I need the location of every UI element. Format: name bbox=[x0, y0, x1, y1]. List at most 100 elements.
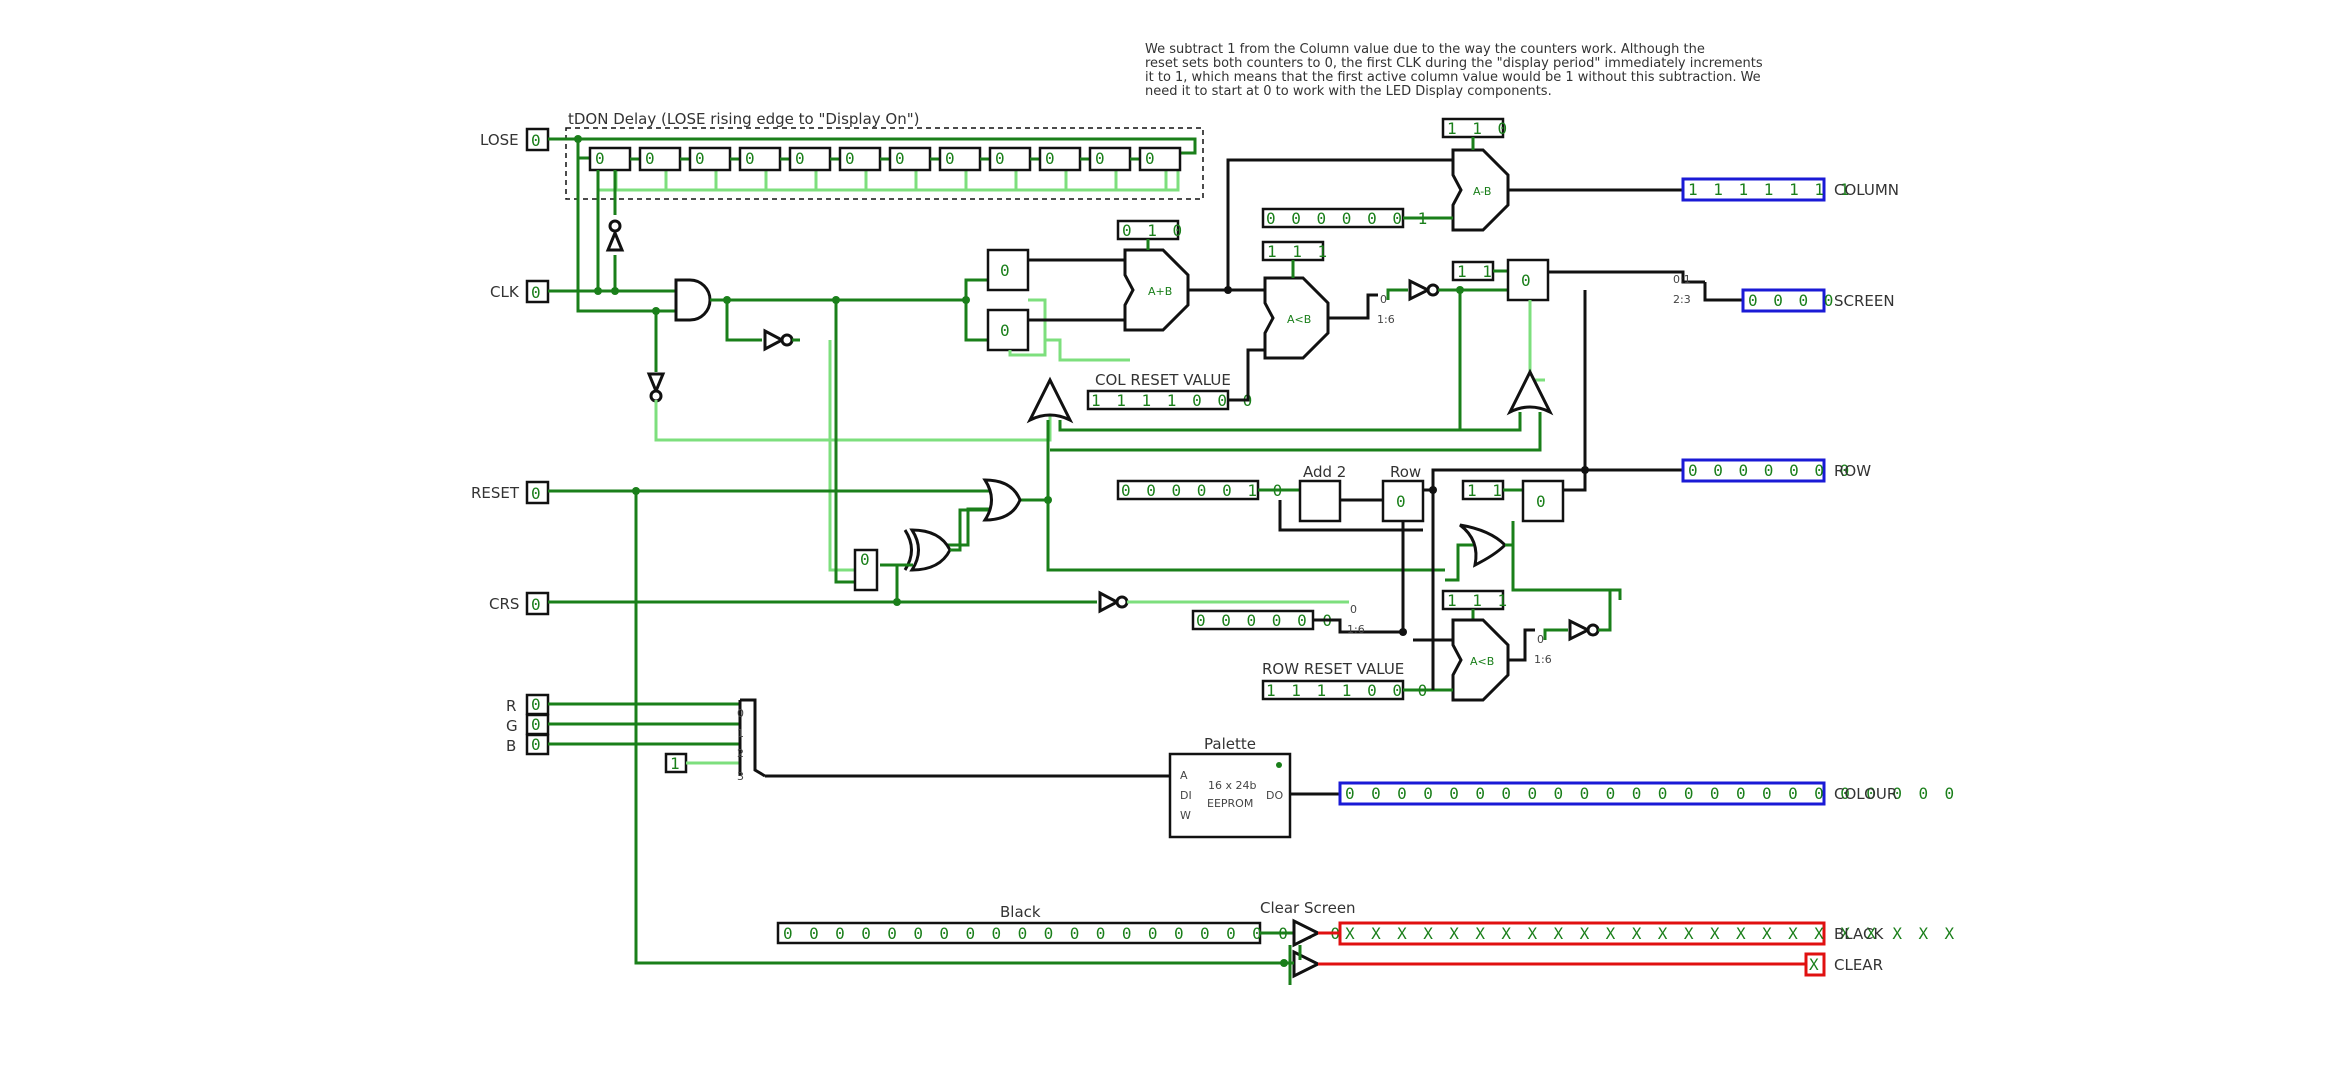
add2-register bbox=[1298, 479, 1342, 523]
colour-output-value: 0 0 0 0 0 0 0 0 0 0 0 0 0 0 0 0 0 0 0 0 … bbox=[1345, 784, 1958, 803]
row-not-gate bbox=[1568, 618, 1592, 642]
delay-clock-wire bbox=[596, 170, 1180, 192]
crs-not-bubble bbox=[1115, 595, 1129, 609]
black-output-value: X X X X X X X X X X X X X X X X X X X X … bbox=[1345, 924, 1958, 943]
delay-register-value: 0 bbox=[945, 149, 958, 168]
crs-not-gate bbox=[1098, 590, 1121, 614]
control-wiring: 0 bbox=[548, 170, 1445, 965]
delay-register-value: 0 bbox=[795, 149, 808, 168]
const-11-screen-value: 1 1 bbox=[1457, 262, 1495, 281]
clear-output-label: CLEAR bbox=[1834, 956, 1883, 974]
lose-label: LOSE bbox=[480, 131, 519, 149]
palette-indicator bbox=[1276, 762, 1282, 768]
palette-pin-a: A bbox=[1180, 769, 1188, 782]
screen-row-wire bbox=[1565, 290, 1587, 492]
lose-input-value: 0 bbox=[531, 131, 544, 150]
note-line-1: We subtract 1 from the Column value due … bbox=[1145, 42, 1705, 57]
row-comparator-op: A<B bbox=[1470, 655, 1494, 668]
not-down-wire bbox=[654, 400, 1052, 442]
row-not-out bbox=[1598, 590, 1612, 632]
clear-screen-label: Clear Screen bbox=[1260, 899, 1356, 917]
palette-size: 16 x 24b bbox=[1208, 779, 1256, 792]
col-not-bubble bbox=[1426, 283, 1440, 297]
black-label: Black bbox=[1000, 903, 1041, 921]
palette-label: Palette bbox=[1204, 735, 1256, 753]
column-counter: 0 0 A+B 0 1 0 A-B 1 1 0 0 0 0 0 0 0 1 A<… bbox=[986, 117, 1683, 432]
screen-register-value: 0 bbox=[1521, 271, 1534, 290]
crs-input-value: 0 bbox=[531, 595, 544, 614]
palette-pin-do: DO bbox=[1266, 789, 1283, 802]
xor-gate-back bbox=[903, 529, 913, 571]
rowcmp-split-0: 0 bbox=[1537, 633, 1544, 646]
row-output-value: 0 0 0 0 0 0 0 bbox=[1688, 461, 1852, 480]
clk-label: CLK bbox=[490, 283, 520, 301]
col-comparator bbox=[1263, 276, 1330, 360]
col-adder bbox=[1123, 248, 1190, 332]
row-down-wire bbox=[1383, 521, 1405, 634]
and-clk-reg-wire bbox=[727, 278, 988, 302]
lose-and-wire bbox=[576, 186, 675, 313]
reset-down-wire bbox=[634, 491, 1284, 965]
row-comparator bbox=[1451, 618, 1510, 702]
annotation-note: We subtract 1 from the Column value due … bbox=[1145, 42, 1763, 99]
col-comparator-out bbox=[1328, 293, 1378, 320]
row-cmp-out bbox=[1508, 628, 1535, 662]
col-split-wire bbox=[1386, 288, 1408, 300]
rgb-split-2: 2 bbox=[737, 747, 744, 760]
rowcmp-split-16: 1:6 bbox=[1534, 653, 1552, 666]
or-screen-gate bbox=[1506, 368, 1554, 416]
delay-group-box bbox=[565, 127, 1204, 200]
lose-wire bbox=[548, 137, 1197, 155]
row-feedback bbox=[1278, 500, 1423, 532]
row-counter: 0 0 0 0 0 1 0 Add 2 Row 0 0 0 0 0 0 0 0 … bbox=[1116, 463, 1683, 702]
column-output-label: COLUMN bbox=[1834, 181, 1899, 199]
col-register-b-value: 0 bbox=[1000, 321, 1013, 340]
clear-buffer bbox=[1292, 949, 1322, 979]
screen-output-value: 0 0 0 0 bbox=[1748, 291, 1836, 310]
r-input-value: 0 bbox=[531, 695, 544, 714]
note-line-3: it to 1, which means that the first acti… bbox=[1145, 70, 1761, 85]
column-output-value: 1 1 1 1 1 1 1 bbox=[1688, 180, 1852, 199]
const-col-reset-value: 1 1 1 1 0 0 0 bbox=[1091, 391, 1255, 410]
col-register-b bbox=[986, 308, 1030, 352]
col-reset-label: COL RESET VALUE bbox=[1095, 371, 1231, 389]
palette-pin-di: DI bbox=[1180, 789, 1192, 802]
delay-register bbox=[1138, 146, 1182, 172]
clear-block: Black 0 0 0 0 0 0 0 0 0 0 0 0 0 0 0 0 0 … bbox=[776, 899, 1806, 985]
b-label: B bbox=[506, 737, 516, 755]
const-black-value: 0 0 0 0 0 0 0 0 0 0 0 0 0 0 0 0 0 0 0 0 … bbox=[783, 924, 1396, 943]
row-cmp-split-wire bbox=[1543, 628, 1568, 640]
clk-input-value: 0 bbox=[531, 283, 544, 302]
not-down-gate bbox=[646, 372, 666, 395]
colour-output-label: COLOUR bbox=[1834, 785, 1897, 803]
xor-gate bbox=[909, 528, 952, 572]
delay-register-value: 0 bbox=[645, 149, 658, 168]
screen-split-wire bbox=[1703, 282, 1743, 302]
row-label: Row bbox=[1390, 463, 1421, 481]
row-or-down bbox=[1511, 521, 1622, 600]
black-buffer bbox=[1292, 918, 1322, 948]
clk-not-gate bbox=[763, 328, 786, 352]
clk-buffer-bubble bbox=[608, 219, 622, 233]
column-output bbox=[1681, 177, 1826, 202]
or-screen-wires bbox=[1050, 412, 1542, 452]
delay-register-value: 0 bbox=[745, 149, 758, 168]
lose-branch-wire bbox=[576, 139, 590, 186]
delay-tap-wires bbox=[614, 170, 1168, 190]
error-wires bbox=[1318, 931, 1806, 966]
rgb-wires bbox=[548, 702, 740, 746]
const-col-sub-value: 0 0 0 0 0 0 1 bbox=[1266, 209, 1430, 228]
const-row-zero-value: 0 0 0 0 0 0 bbox=[1196, 611, 1335, 630]
col-subtractor bbox=[1451, 148, 1510, 232]
clk-not-bubble bbox=[780, 333, 794, 347]
col-feedback-wire bbox=[1008, 298, 1047, 357]
and-gate bbox=[674, 278, 712, 322]
palette-pin-w: W bbox=[1180, 809, 1191, 822]
colour-output bbox=[1338, 781, 1826, 806]
row-cmp-inputs bbox=[1413, 470, 1453, 690]
row-reset-label: ROW RESET VALUE bbox=[1262, 660, 1404, 678]
col-split-0: 0 bbox=[1380, 293, 1387, 306]
col-subtractor-op: A-B bbox=[1473, 185, 1491, 198]
col-comparator-op: A<B bbox=[1287, 313, 1311, 326]
